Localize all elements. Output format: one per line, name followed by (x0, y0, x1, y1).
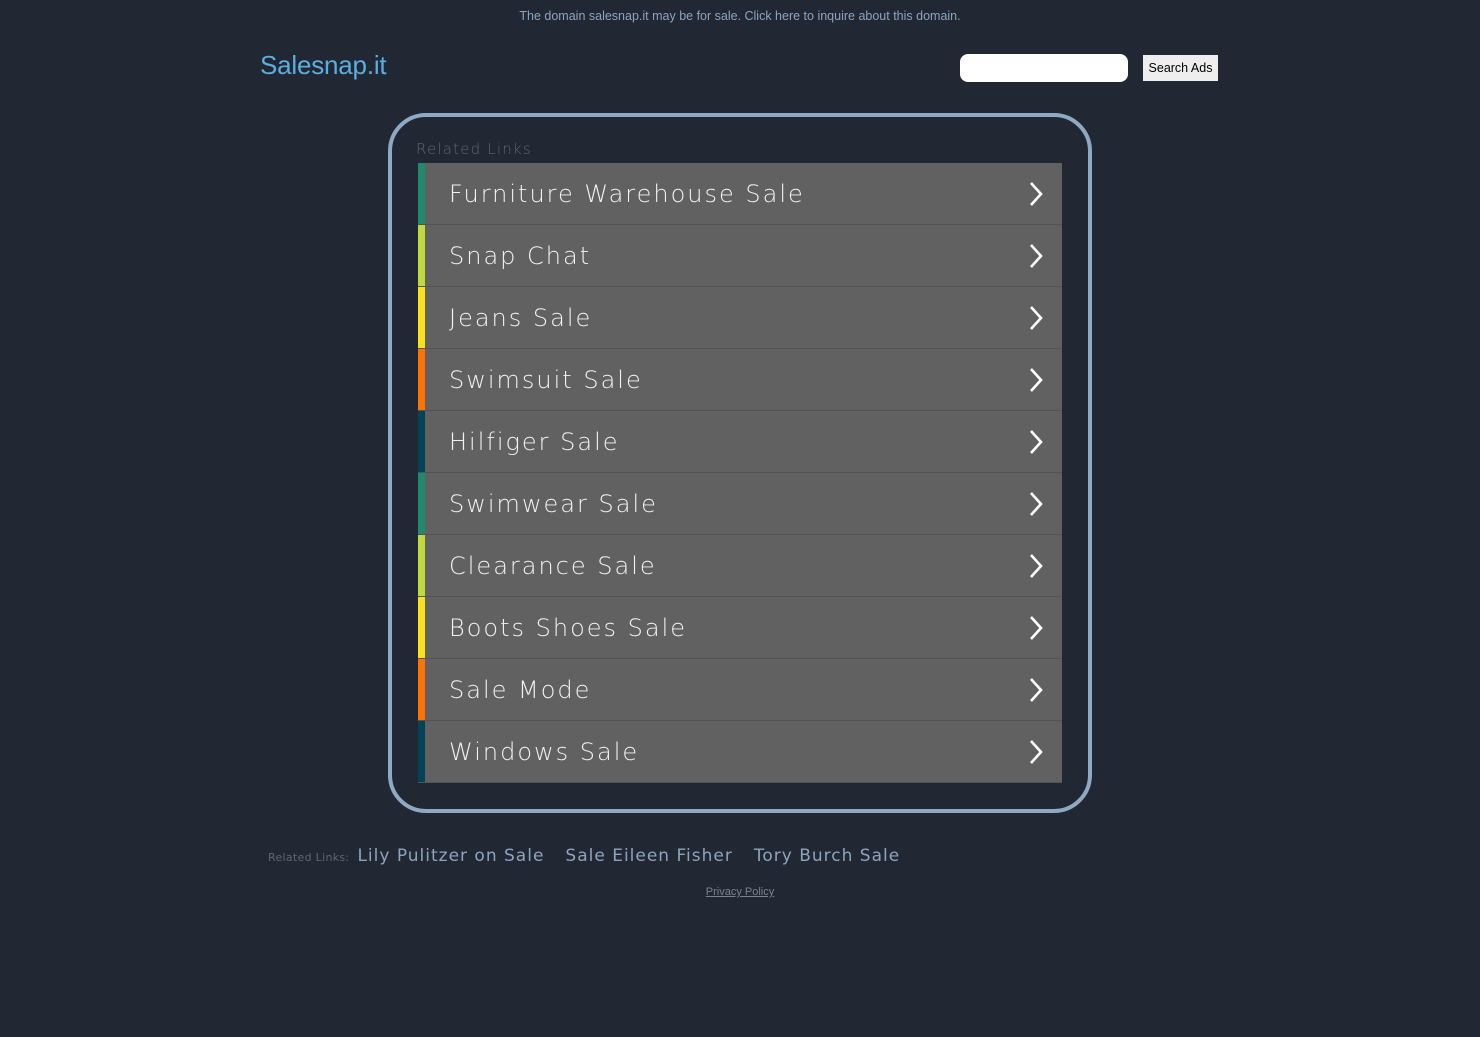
chevron-right-icon (1030, 430, 1043, 454)
related-link-item[interactable]: Furniture Warehouse Sale (418, 163, 1062, 225)
related-link-item[interactable]: Swimwear Sale (418, 473, 1062, 535)
related-link-label: Jeans Sale (449, 303, 593, 332)
related-link-label: Clearance Sale (449, 551, 657, 580)
color-accent-bar (418, 287, 425, 348)
related-link-item[interactable]: Boots Shoes Sale (418, 597, 1062, 659)
related-link-label: Snap Chat (449, 241, 592, 270)
chevron-right-icon (1030, 554, 1043, 578)
color-accent-bar (418, 163, 425, 224)
footer-related-links: Related Links: Lily Pulitzer on Sale Sal… (268, 846, 921, 866)
color-accent-bar (418, 225, 425, 286)
color-accent-bar (418, 535, 425, 596)
panel-title: Related Links (416, 140, 532, 158)
chevron-right-icon (1030, 492, 1043, 516)
related-link-label: Windows Sale (449, 737, 640, 766)
related-link-label: Furniture Warehouse Sale (449, 179, 805, 208)
search-ads-button[interactable]: Search Ads (1143, 55, 1218, 81)
chevron-right-icon (1030, 244, 1043, 268)
color-accent-bar (418, 597, 425, 658)
site-logo[interactable]: Salesnap.it (260, 50, 387, 80)
domain-sale-banner: The domain salesnap.it may be for sale. … (0, 9, 1480, 23)
chevron-right-icon (1030, 678, 1043, 702)
footer-link[interactable]: Tory Burch Sale (753, 846, 901, 866)
related-link-label: Boots Shoes Sale (449, 613, 688, 642)
privacy-container: Privacy Policy (0, 886, 1480, 898)
domain-inquiry-link[interactable]: The domain salesnap.it may be for sale. … (519, 9, 961, 23)
footer-link[interactable]: Sale Eileen Fisher (565, 846, 733, 866)
color-accent-bar (418, 473, 425, 534)
related-link-label: Sale Mode (449, 675, 592, 704)
chevron-right-icon (1030, 306, 1043, 330)
related-link-item[interactable]: Swimsuit Sale (418, 349, 1062, 411)
related-link-item[interactable]: Jeans Sale (418, 287, 1062, 349)
chevron-right-icon (1030, 616, 1043, 640)
related-link-label: Swimsuit Sale (449, 365, 643, 394)
color-accent-bar (418, 659, 425, 720)
footer-related-label: Related Links: (268, 851, 350, 864)
chevron-right-icon (1030, 368, 1043, 392)
footer-link[interactable]: Lily Pulitzer on Sale (357, 846, 545, 866)
related-link-item[interactable]: Sale Mode (418, 659, 1062, 721)
search-input[interactable] (960, 54, 1128, 82)
color-accent-bar (418, 411, 425, 472)
chevron-right-icon (1030, 740, 1043, 764)
related-link-item[interactable]: Snap Chat (418, 225, 1062, 287)
related-link-item[interactable]: Windows Sale (418, 721, 1062, 783)
related-link-item[interactable]: Clearance Sale (418, 535, 1062, 597)
related-link-label: Swimwear Sale (449, 489, 658, 518)
chevron-right-icon (1030, 182, 1043, 206)
color-accent-bar (418, 721, 425, 782)
color-accent-bar (418, 349, 425, 410)
related-link-item[interactable]: Hilfiger Sale (418, 411, 1062, 473)
privacy-policy-link[interactable]: Privacy Policy (705, 886, 775, 898)
related-link-label: Hilfiger Sale (449, 427, 620, 456)
